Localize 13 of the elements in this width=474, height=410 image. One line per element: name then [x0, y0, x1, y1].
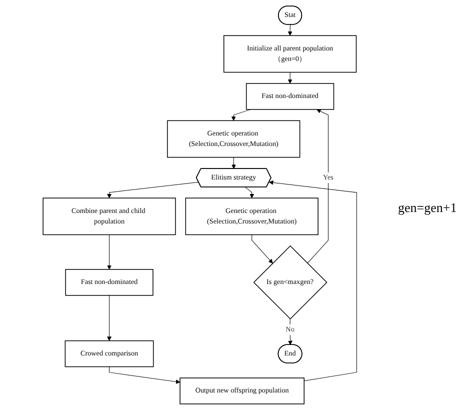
arrow: [232, 109, 251, 121]
arrow: [252, 234, 274, 264]
arrow: [288, 72, 292, 84]
arrow: [107, 234, 112, 270]
arrow: [232, 157, 236, 169]
arrow: [245, 186, 254, 198]
arrow: [288, 24, 292, 36]
arrow: [107, 295, 112, 341]
arrow: [307, 109, 329, 264]
arrow: [269, 180, 358, 382]
note-text: gen=gen+1: [398, 200, 458, 216]
arrow: [109, 366, 180, 384]
arrow: [107, 182, 199, 198]
